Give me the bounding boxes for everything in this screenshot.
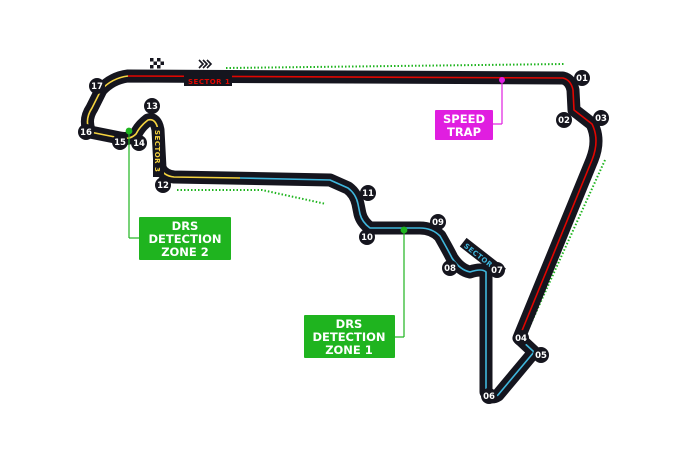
drs-detection-2-box [139,217,231,260]
svg-text:12: 12 [157,181,169,191]
race-direction-chevrons-icon [198,59,213,69]
turn-04-marker: 04 [513,330,529,346]
drs-detection-zone-2-callout: DRS DETECTION ZONE 2 [125,127,231,260]
turn-12-marker: 12 [155,177,171,193]
turn-11-marker: 11 [360,185,376,201]
turn-16-marker: 16 [78,124,94,140]
svg-text:03: 03 [595,114,607,124]
turn-10-marker: 10 [359,229,375,245]
turn-14-marker: 14 [131,135,147,151]
sector-3-label: SECTOR 3 [153,130,161,172]
svg-text:13: 13 [146,102,158,112]
turn-17-marker: 17 [89,78,105,94]
svg-text:04: 04 [515,334,527,344]
svg-text:10: 10 [361,233,373,243]
turn-06-marker: 06 [481,388,497,404]
sector-1-label-bg [184,75,232,86]
drs-2-text-line-1: DRS [172,219,199,233]
drs-detection-1-box [304,315,395,358]
drs-zone-sector-3 [177,189,327,205]
svg-text:11: 11 [362,189,374,199]
sector-3-label-bg [153,127,164,177]
svg-text:01: 01 [576,74,588,84]
svg-text:05: 05 [535,351,547,361]
speed-trap-callout: SPEED TRAP [435,77,505,140]
turn-05-marker: 05 [533,347,549,363]
drs-detection-zone-1-callout: DRS DETECTION ZONE 1 [304,226,408,358]
turn-15-marker: 15 [112,134,128,150]
drs-1-text-line-3: ZONE 1 [325,343,373,357]
drs-2-text-line-2: DETECTION [148,232,221,246]
speed-trap-text-line-1: SPEED [443,112,485,126]
svg-text:16: 16 [80,128,92,138]
speed-trap-box [435,110,493,140]
drs-2-text-line-3: ZONE 2 [161,245,209,259]
svg-text:17: 17 [91,82,103,92]
turn-08-marker: 08 [442,260,458,276]
drs-zones [177,63,606,331]
sector-1-label: SECTOR 1 [188,78,230,86]
turn-09-marker: 09 [430,214,446,230]
checkered-flag-icon [150,58,164,69]
drs-detection-1-marker [400,226,408,234]
turn-markers: 01 02 03 04 05 06 07 08 09 10 11 12 13 1… [78,70,609,404]
turn-13-marker: 13 [144,98,160,114]
turn-07-marker: 07 [489,262,505,278]
drs-zone-main-straight [225,63,566,69]
speed-trap-marker [499,77,505,83]
svg-text:06: 06 [483,392,495,402]
svg-text:07: 07 [491,266,503,276]
sector-1-line [127,75,597,339]
turn-02-marker: 02 [556,112,572,128]
turn-01-marker: 01 [574,70,590,86]
drs-1-text-line-2: DETECTION [312,330,385,344]
svg-text:08: 08 [444,264,456,274]
speed-trap-text-line-2: TRAP [447,125,481,139]
drs-detection-2-marker [125,127,133,135]
svg-text:02: 02 [558,116,570,126]
sector-2-line [239,177,535,398]
turn-03-marker: 03 [593,110,609,126]
drs-1-text-line-1: DRS [336,317,363,331]
svg-text:14: 14 [133,139,145,149]
svg-text:09: 09 [432,218,444,228]
svg-text:15: 15 [114,138,126,148]
